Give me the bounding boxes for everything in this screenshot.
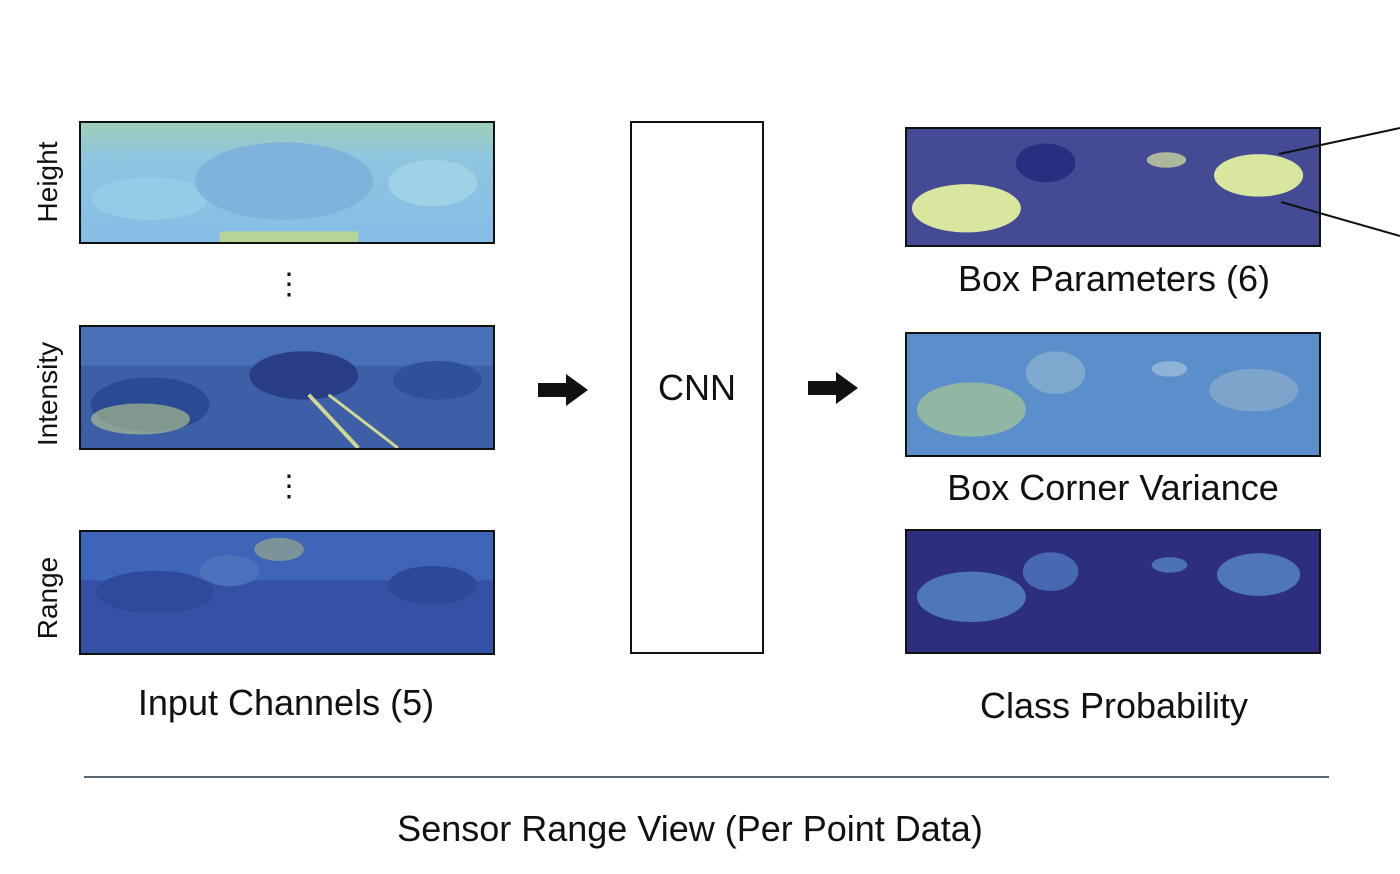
- footer-title: Sensor Range View (Per Point Data): [397, 808, 983, 849]
- arrow-right-icon: [808, 372, 858, 404]
- arrow-right-icon: [538, 374, 588, 406]
- ellipsis-dots-1: ⋮: [274, 268, 304, 301]
- box-parameters-image: [905, 127, 1321, 247]
- cnn-label: CNN: [658, 366, 736, 408]
- height-channel-image: [79, 121, 495, 244]
- divider-line: [84, 776, 1329, 778]
- class-probability-caption: Class Probability: [979, 685, 1249, 726]
- ellipsis-dots-2: ⋮: [274, 470, 304, 503]
- box-corner-variance-image: [905, 332, 1321, 457]
- callout-lines: [1278, 127, 1400, 237]
- height-channel-label: Height: [32, 141, 63, 223]
- input-channels-caption: Input Channels (5): [137, 682, 435, 723]
- box-corner-variance-caption: Box Corner Variance: [947, 467, 1279, 508]
- class-probability-image: [905, 529, 1321, 654]
- range-channel-image: [79, 530, 495, 655]
- cnn-block: CNN: [630, 121, 764, 654]
- intensity-channel-image: [79, 325, 495, 450]
- box-parameters-caption: Box Parameters (6): [957, 258, 1271, 299]
- intensity-channel-label: Intensity: [32, 341, 63, 447]
- range-channel-label: Range: [32, 556, 63, 640]
